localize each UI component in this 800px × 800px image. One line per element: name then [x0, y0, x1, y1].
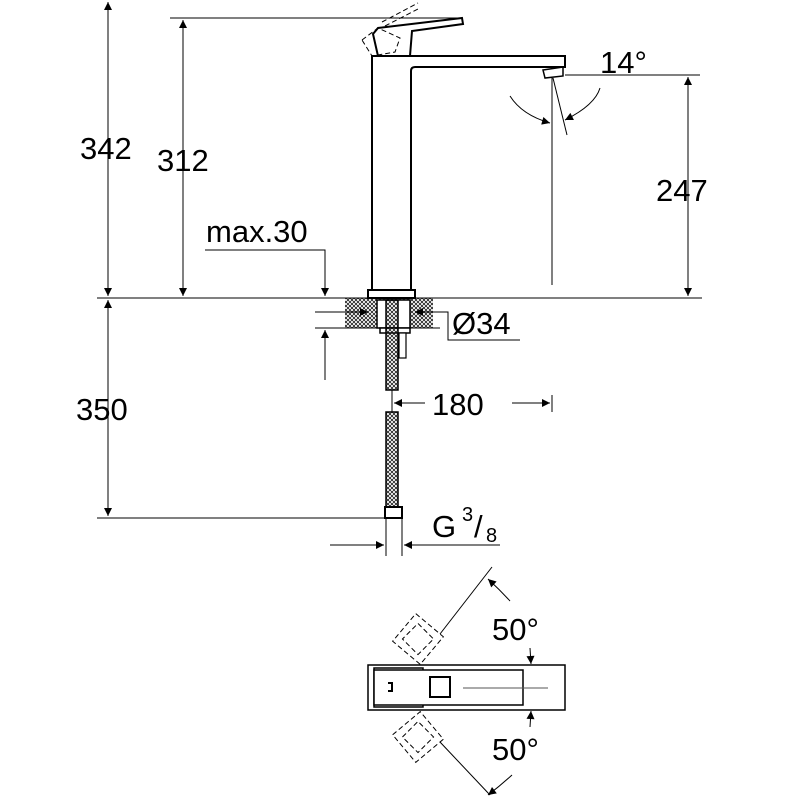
diameter-34-label: Ø34: [452, 306, 511, 341]
thread-label-g: G: [432, 509, 456, 544]
diameter-leader: [415, 311, 520, 341]
dim-312-label: 312: [157, 143, 209, 178]
dim-180-label: 180: [432, 387, 484, 422]
lever-handle: [371, 16, 465, 57]
thread-numerator: 3: [462, 504, 473, 526]
faucet-body: [367, 16, 566, 299]
dim-247-label: 247: [656, 173, 708, 208]
top-view: [367, 566, 566, 796]
rotation-top-label: 50°: [492, 612, 539, 647]
angle-arc-right: [564, 87, 601, 121]
hose-nut: [384, 506, 403, 519]
lever-alt-position: [361, 2, 421, 57]
angle-14-label: 14°: [600, 45, 647, 80]
dim-342-label: 342: [80, 131, 132, 166]
max30-leader: [205, 249, 329, 296]
rotation-bottom-label: 50°: [492, 732, 539, 767]
spout-angle-line: [552, 77, 568, 136]
thread-slash: /: [474, 509, 483, 544]
angle-arc-left: [509, 95, 551, 125]
hose-lower: [385, 411, 399, 508]
dim-350-label: 350: [76, 392, 128, 427]
max30-label: max.30: [206, 214, 308, 249]
hose-upper: [385, 299, 399, 391]
thread-denominator: 8: [486, 525, 497, 547]
